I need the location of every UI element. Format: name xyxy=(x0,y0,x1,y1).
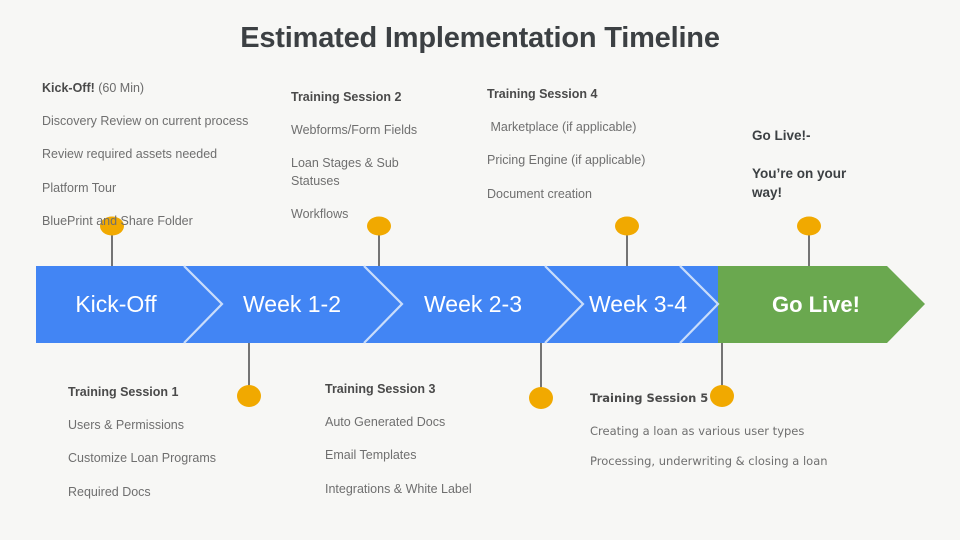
timeline-markers xyxy=(100,216,821,409)
page-title: Estimated Implementation Timeline xyxy=(240,22,720,54)
marker-training-4[interactable] xyxy=(615,216,639,236)
list-item: Users & Permissions xyxy=(68,417,184,432)
list-item: Marketplace (if applicable) xyxy=(487,119,637,134)
marker-training-3[interactable] xyxy=(529,387,553,409)
callout-kick-off: Kick-Off! (60 Min) Discovery Review on c… xyxy=(42,80,272,231)
list-item: Loan Stages & Sub Statuses xyxy=(291,156,399,188)
callout-kick-off-heading-bold: Kick-Off! xyxy=(42,81,95,95)
callout-training-session-5-heading: Training Session 5 xyxy=(590,391,709,405)
callout-training-session-1: Training Session 1 Users & Permissions C… xyxy=(68,384,278,501)
callout-training-session-4-heading: Training Session 4 xyxy=(487,87,598,101)
callout-training-session-2: Training Session 2 Webforms/Form Fields … xyxy=(291,89,441,224)
list-item: Integrations & White Label xyxy=(325,481,472,496)
list-item: Email Templates xyxy=(325,448,417,463)
stage-label-go-live[interactable]: Go Live! xyxy=(771,292,860,317)
marker-training-5[interactable] xyxy=(710,385,734,407)
list-item: Workflows xyxy=(291,207,349,222)
marker-training-1[interactable] xyxy=(237,385,261,407)
callout-go-live-line: Go Live!- xyxy=(752,128,811,143)
callout-training-session-1-heading: Training Session 1 xyxy=(68,385,179,399)
list-item: Review required assets needed xyxy=(42,147,218,162)
list-item: Discovery Review on current process xyxy=(42,113,249,128)
callout-training-session-2-heading: Training Session 2 xyxy=(291,90,402,104)
list-item: Auto Generated Docs xyxy=(325,414,446,429)
list-item: BluePrint and Share Folder xyxy=(42,214,193,229)
callout-training-session-5: Training Session 5 Creating a loan as va… xyxy=(590,391,840,483)
list-item: Pricing Engine (if applicable) xyxy=(487,153,646,168)
callout-kick-off-heading: Kick-Off! (60 Min) xyxy=(42,80,272,97)
stage-label-week-1-2[interactable]: Week 1-2 xyxy=(242,291,341,317)
list-item: Document creation xyxy=(487,186,592,201)
callout-training-session-3-heading: Training Session 3 xyxy=(325,382,436,396)
stage-label-kick-off[interactable]: Kick-Off xyxy=(75,291,157,317)
stage-label-week-2-3[interactable]: Week 2-3 xyxy=(423,291,522,317)
callout-training-session-4: Training Session 4 Marketplace (if appli… xyxy=(487,86,672,203)
stage-label-week-3-4[interactable]: Week 3-4 xyxy=(588,291,687,317)
marker-kickoff[interactable] xyxy=(100,216,124,236)
callout-training-session-3: Training Session 3 Auto Generated Docs E… xyxy=(325,381,525,498)
list-item: Creating a loan as various user types xyxy=(590,423,805,438)
marker-golive[interactable] xyxy=(797,216,821,236)
list-item: Webforms/Form Fields xyxy=(291,122,418,137)
callout-go-live: Go Live!- You’re on your way! xyxy=(752,126,877,203)
callout-go-live-line: You’re on your way! xyxy=(752,165,847,201)
list-item: Platform Tour xyxy=(42,180,117,195)
callout-kick-off-heading-duration: (60 Min) xyxy=(94,81,145,95)
list-item: Processing, underwriting & closing a loa… xyxy=(590,453,828,468)
list-item: Customize Loan Programs xyxy=(68,451,216,466)
list-item: Required Docs xyxy=(68,484,151,499)
marker-training-2[interactable] xyxy=(367,216,391,236)
